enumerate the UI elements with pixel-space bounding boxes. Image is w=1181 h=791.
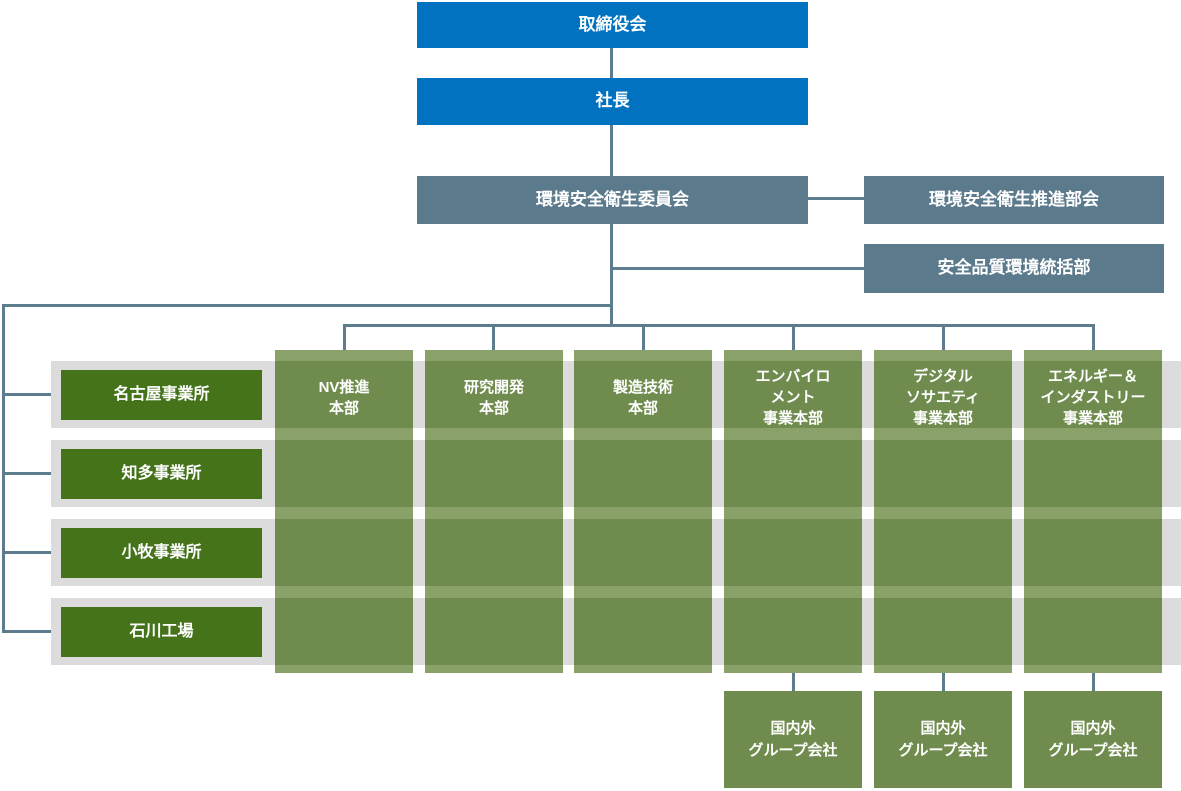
connector-group-company-0 bbox=[792, 673, 795, 691]
connector-board-president bbox=[610, 47, 613, 79]
division-label-1: 研究開発 本部 bbox=[463, 378, 524, 417]
connector-division-drop-1 bbox=[492, 324, 495, 351]
connector-site-stub-3 bbox=[2, 630, 51, 633]
division-column-3: エンバイロ メント 事業本部 bbox=[724, 350, 862, 673]
division-label-3: エンバイロ メント 事業本部 bbox=[755, 368, 831, 427]
division-column-5: エネルギー＆ インダストリー 事業本部 bbox=[1024, 350, 1162, 673]
connector-group-company-1 bbox=[942, 673, 945, 691]
connector-site-stub-2 bbox=[2, 551, 51, 554]
division-column-0: NV推進 本部 bbox=[275, 350, 413, 673]
committee-box: 環境安全衛生委員会 bbox=[417, 176, 808, 224]
connector-division-drop-3 bbox=[792, 324, 795, 351]
connector-site-stub-1 bbox=[2, 472, 51, 475]
connector-site-stub-0 bbox=[2, 393, 51, 396]
division-column-2: 製造技術 本部 bbox=[574, 350, 712, 673]
group-company-box-1: 国内外 グループ会社 bbox=[874, 691, 1012, 788]
control-dept-box: 安全品質環境統括部 bbox=[864, 244, 1164, 293]
group-company-box-2: 国内外 グループ会社 bbox=[1024, 691, 1162, 788]
board-of-directors-box: 取締役会 bbox=[417, 2, 808, 48]
subcommittee-box: 環境安全衛生推進部会 bbox=[864, 176, 1164, 224]
division-label-5: エネルギー＆ インダストリー 事業本部 bbox=[1040, 368, 1146, 427]
site-box-chita: 知多事業所 bbox=[61, 449, 262, 499]
connector-president-committee bbox=[610, 125, 613, 176]
division-column-4: デジタル ソサエティ 事業本部 bbox=[874, 350, 1012, 673]
connector-division-drop-2 bbox=[642, 324, 645, 351]
president-box: 社長 bbox=[417, 78, 808, 125]
site-box-nagoya: 名古屋事業所 bbox=[61, 370, 262, 420]
connector-division-drop-4 bbox=[942, 324, 945, 351]
site-box-komaki: 小牧事業所 bbox=[61, 528, 262, 578]
site-box-ishikawa: 石川工場 bbox=[61, 607, 262, 657]
division-label-2: 製造技術 本部 bbox=[612, 378, 673, 417]
connector-committee-subcommittee bbox=[808, 197, 864, 200]
connector-left-trunk bbox=[2, 304, 5, 633]
connector-group-company-2 bbox=[1092, 673, 1095, 691]
connector-committee-down bbox=[610, 224, 613, 327]
connector-division-bus bbox=[344, 324, 1095, 327]
connector-division-drop-5 bbox=[1092, 324, 1095, 351]
division-column-1: 研究開発 本部 bbox=[425, 350, 563, 673]
group-company-box-0: 国内外 グループ会社 bbox=[724, 691, 862, 788]
division-label-4: デジタル ソサエティ 事業本部 bbox=[905, 368, 981, 427]
connector-left-branch bbox=[2, 304, 613, 307]
division-label-0: NV推進 本部 bbox=[318, 378, 370, 417]
connector-division-drop-0 bbox=[343, 324, 346, 351]
connector-control-dept bbox=[610, 267, 864, 270]
